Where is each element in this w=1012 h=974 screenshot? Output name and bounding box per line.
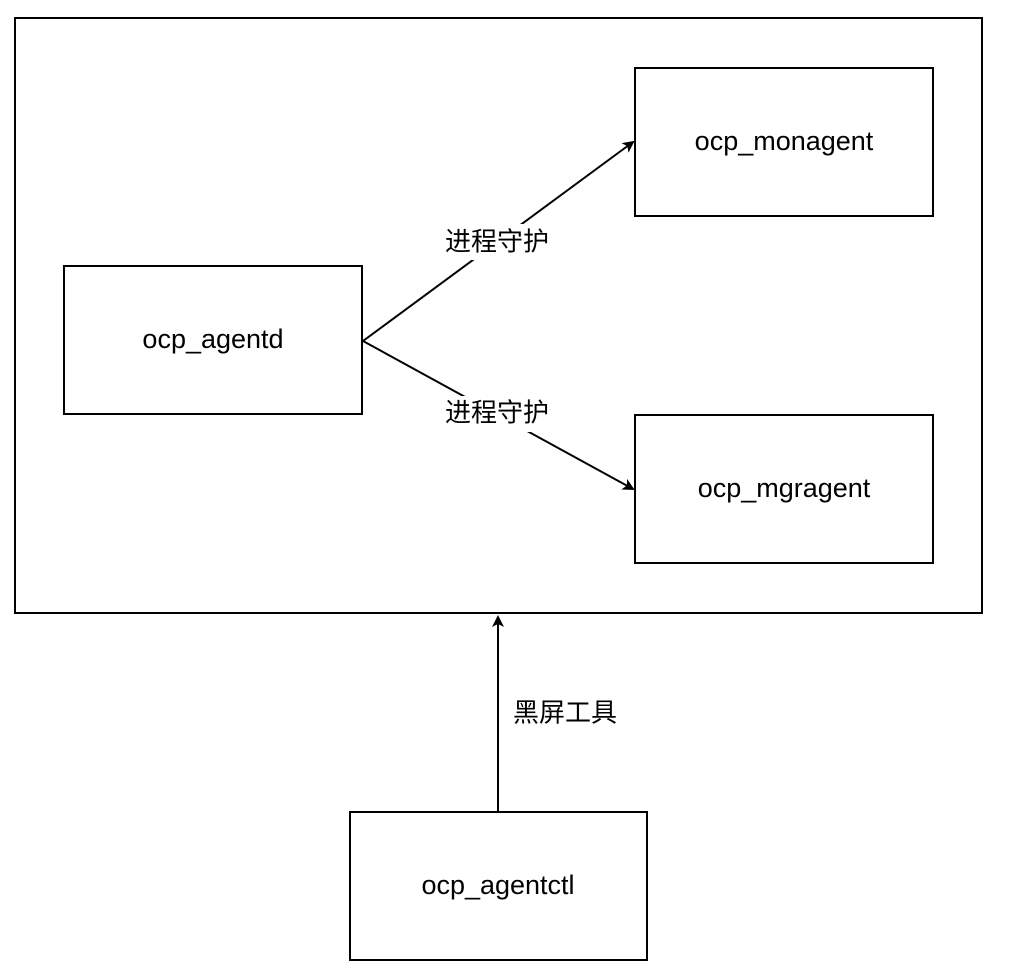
node-mgragent-box: [634, 414, 934, 564]
node-mgragent-label: ocp_mgragent: [698, 473, 871, 503]
node-monagent-box: [634, 67, 934, 217]
node-mgragent: ocp_mgragent: [634, 414, 934, 564]
node-monagent: ocp_monagent: [634, 67, 934, 217]
edge-label-agentd-monagent: 进程守护: [434, 224, 560, 260]
node-agentctl-label: ocp_agentctl: [421, 870, 574, 900]
edge-label-agentctl-container: 黑屏工具: [513, 699, 617, 729]
edge-label-agentd-mgragent-text: 进程守护: [445, 399, 549, 429]
node-monagent-label: ocp_monagent: [695, 126, 874, 156]
node-agentd-label: ocp_agentd: [142, 324, 283, 354]
node-agentctl: ocp_agentctl: [349, 811, 648, 961]
edge-label-agentd-mgragent: 进程守护: [434, 396, 560, 432]
node-agentctl-box: [349, 811, 648, 961]
edge-label-agentd-monagent-text: 进程守护: [445, 228, 549, 258]
edge-label-agentctl-container-text: 黑屏工具: [513, 699, 617, 729]
node-agentd-box: [63, 265, 363, 415]
node-agentd: ocp_agentd: [63, 265, 363, 415]
